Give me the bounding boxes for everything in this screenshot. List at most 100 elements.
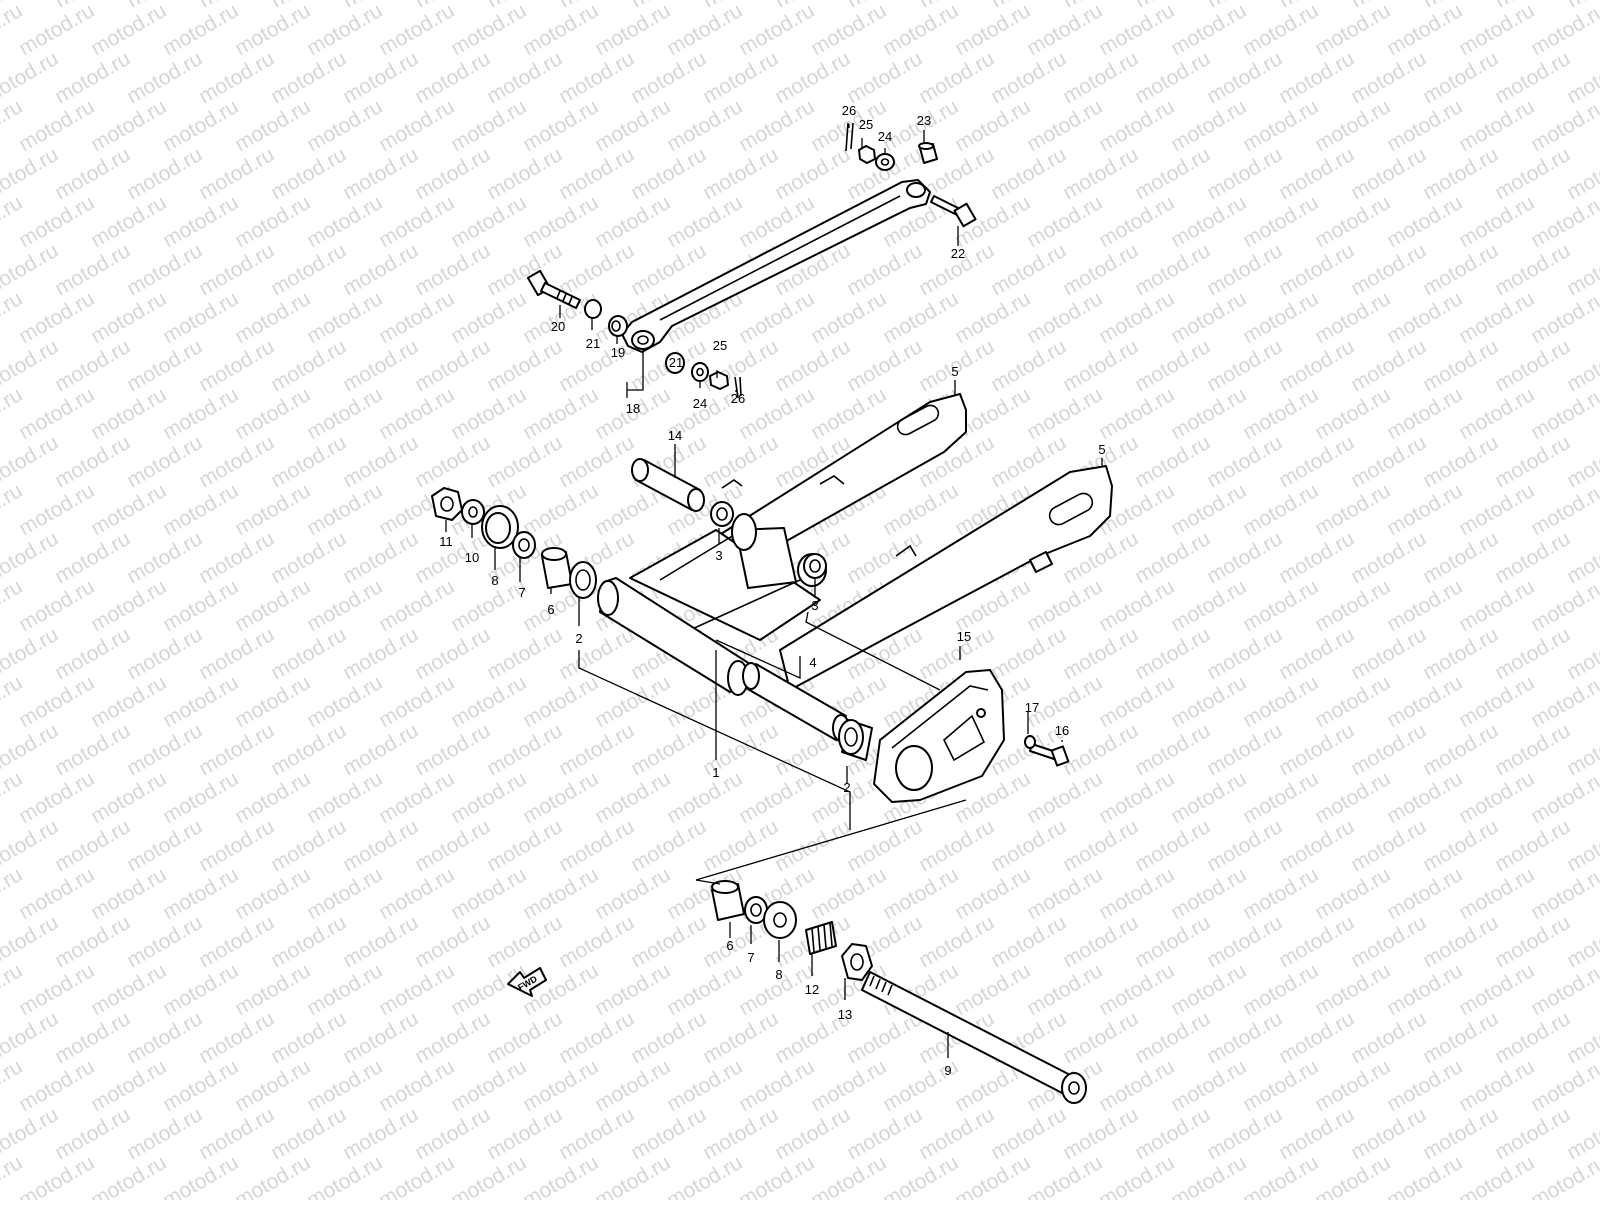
watermark-text: motod.ru — [159, 191, 242, 252]
callout-2-lower: 2 — [843, 780, 850, 795]
watermark-text: motod.ru — [15, 575, 98, 636]
callout-12: 12 — [805, 982, 819, 997]
watermark-text: motod.ru — [627, 47, 710, 108]
watermark-text: motod.ru — [411, 911, 494, 972]
watermark-text: motod.ru — [1347, 815, 1430, 876]
watermark-text: motod.ru — [1383, 383, 1466, 444]
callout-25-upper: 25 — [859, 117, 873, 132]
watermark-text: motod.ru — [87, 191, 170, 252]
collar-part-23[interactable] — [918, 142, 938, 164]
watermark-text: motod.ru — [1455, 1151, 1538, 1200]
watermark-text: motod.ru — [159, 287, 242, 348]
watermark-text: motod.ru — [1419, 527, 1502, 588]
watermark-text: motod.ru — [1491, 623, 1574, 684]
watermark-text: motod.ru — [1275, 623, 1358, 684]
watermark-text: motod.ru — [483, 1103, 566, 1164]
washer-part-17[interactable] — [1024, 735, 1036, 749]
watermark-text: motod.ru — [915, 815, 998, 876]
callout-8-lower: 8 — [775, 967, 782, 982]
watermark-text: motod.ru — [87, 0, 170, 60]
spacer-part-4[interactable] — [742, 662, 850, 742]
watermark-text: motod.ru — [843, 47, 926, 108]
watermark-text: motod.ru — [1311, 767, 1394, 828]
callout-5-upper: 5 — [951, 364, 958, 379]
watermark-text: motod.ru — [267, 431, 350, 492]
watermark-text: motod.ru — [51, 431, 134, 492]
watermark-text: motod.ru — [1167, 959, 1250, 1020]
watermark-text: motod.ru — [159, 479, 242, 540]
bolt-part-20[interactable] — [526, 269, 581, 309]
watermark-text: motod.ru — [663, 191, 746, 252]
watermark-text: motod.ru — [1059, 1103, 1142, 1164]
watermark-text: motod.ru — [267, 623, 350, 684]
watermark-text: motod.ru — [519, 1055, 602, 1116]
washer-part-24-upper[interactable] — [875, 153, 895, 171]
callout-26-lower: 26 — [731, 391, 745, 406]
bearing-part-2-lower[interactable] — [838, 719, 873, 761]
watermark-text: motod.ru — [159, 959, 242, 1020]
watermark-text: motod.ru — [555, 143, 638, 204]
watermark-text: motod.ru — [807, 863, 890, 924]
watermark-text: motod.ru — [1527, 1151, 1600, 1200]
washer-part-7-upper[interactable] — [512, 531, 536, 559]
thrust-washer-part-8-lower[interactable] — [763, 901, 797, 939]
nut-part-11[interactable] — [431, 487, 463, 521]
watermark-text: motod.ru — [1095, 863, 1178, 924]
torque-rod-part[interactable] — [621, 179, 931, 353]
callout-2-upper: 2 — [575, 631, 582, 646]
bolt-part-22[interactable] — [930, 195, 977, 228]
collar-part-21-upper[interactable] — [584, 299, 602, 319]
watermark-text: motod.ru — [1383, 0, 1466, 60]
bearing-part-2-upper[interactable] — [569, 561, 597, 599]
watermark-text: motod.ru — [87, 287, 170, 348]
watermark-text: motod.ru — [627, 815, 710, 876]
watermark-text: motod.ru — [87, 383, 170, 444]
watermark-text: motod.ru — [879, 479, 962, 540]
bushing-part-19[interactable] — [608, 315, 628, 337]
watermark-text: motod.ru — [231, 671, 314, 732]
thrust-washer-part-8-upper[interactable] — [481, 505, 519, 549]
watermark-text: motod.ru — [1311, 383, 1394, 444]
watermark-text: motod.ru — [375, 959, 458, 1020]
watermark-text: motod.ru — [1131, 623, 1214, 684]
watermark-text: motod.ru — [303, 959, 386, 1020]
watermark-text: motod.ru — [555, 1007, 638, 1068]
watermark-text: motod.ru — [447, 1151, 530, 1200]
washer-part-24-lower[interactable] — [691, 362, 709, 382]
watermark-text: motod.ru — [1455, 671, 1538, 732]
pivot-shaft-part-9[interactable] — [861, 971, 1087, 1104]
watermark-text: motod.ru — [159, 0, 242, 60]
watermark-text: motod.ru — [1347, 527, 1430, 588]
watermark-text: motod.ru — [447, 191, 530, 252]
spacer-part-14[interactable] — [631, 458, 705, 512]
watermark-text: motod.ru — [1383, 767, 1466, 828]
watermark-text: motod.ru — [375, 671, 458, 732]
watermark-text: motod.ru — [267, 143, 350, 204]
watermark-text: motod.ru — [159, 383, 242, 444]
bearing-part-3-lower[interactable] — [803, 553, 827, 579]
watermark-text: motod.ru — [1383, 1055, 1466, 1116]
watermark-text: motod.ru — [195, 1007, 278, 1068]
watermark-text: motod.ru — [879, 1151, 962, 1200]
cotter-pin-part-26-upper[interactable] — [845, 122, 854, 152]
nut-part-25-lower[interactable] — [709, 371, 729, 390]
watermark-text: motod.ru — [375, 287, 458, 348]
locknut-part-13[interactable] — [841, 943, 873, 981]
watermark-text: motod.ru — [591, 1055, 674, 1116]
chain-case-part-15[interactable] — [873, 669, 1005, 803]
watermark-text: motod.ru — [807, 1151, 890, 1200]
watermark-text: motod.ru — [1095, 1151, 1178, 1200]
watermark-text: motod.ru — [123, 623, 206, 684]
watermark-text: motod.ru — [1023, 959, 1106, 1020]
bearing-part-3-upper[interactable] — [710, 501, 734, 527]
swingarm-part-1[interactable] — [597, 393, 1113, 696]
adjuster-part-12[interactable] — [805, 921, 837, 955]
watermark-text: motod.ru — [807, 0, 890, 60]
washer-part-10[interactable] — [461, 499, 485, 525]
watermark-text: motod.ru — [1455, 863, 1538, 924]
watermark-text: motod.ru — [51, 335, 134, 396]
nut-part-25-upper[interactable] — [858, 145, 876, 164]
cotter-pin-part-26-lower[interactable] — [734, 376, 742, 399]
bushing-part-6-lower[interactable] — [711, 880, 745, 921]
bushing-part-6-upper[interactable] — [541, 547, 573, 589]
